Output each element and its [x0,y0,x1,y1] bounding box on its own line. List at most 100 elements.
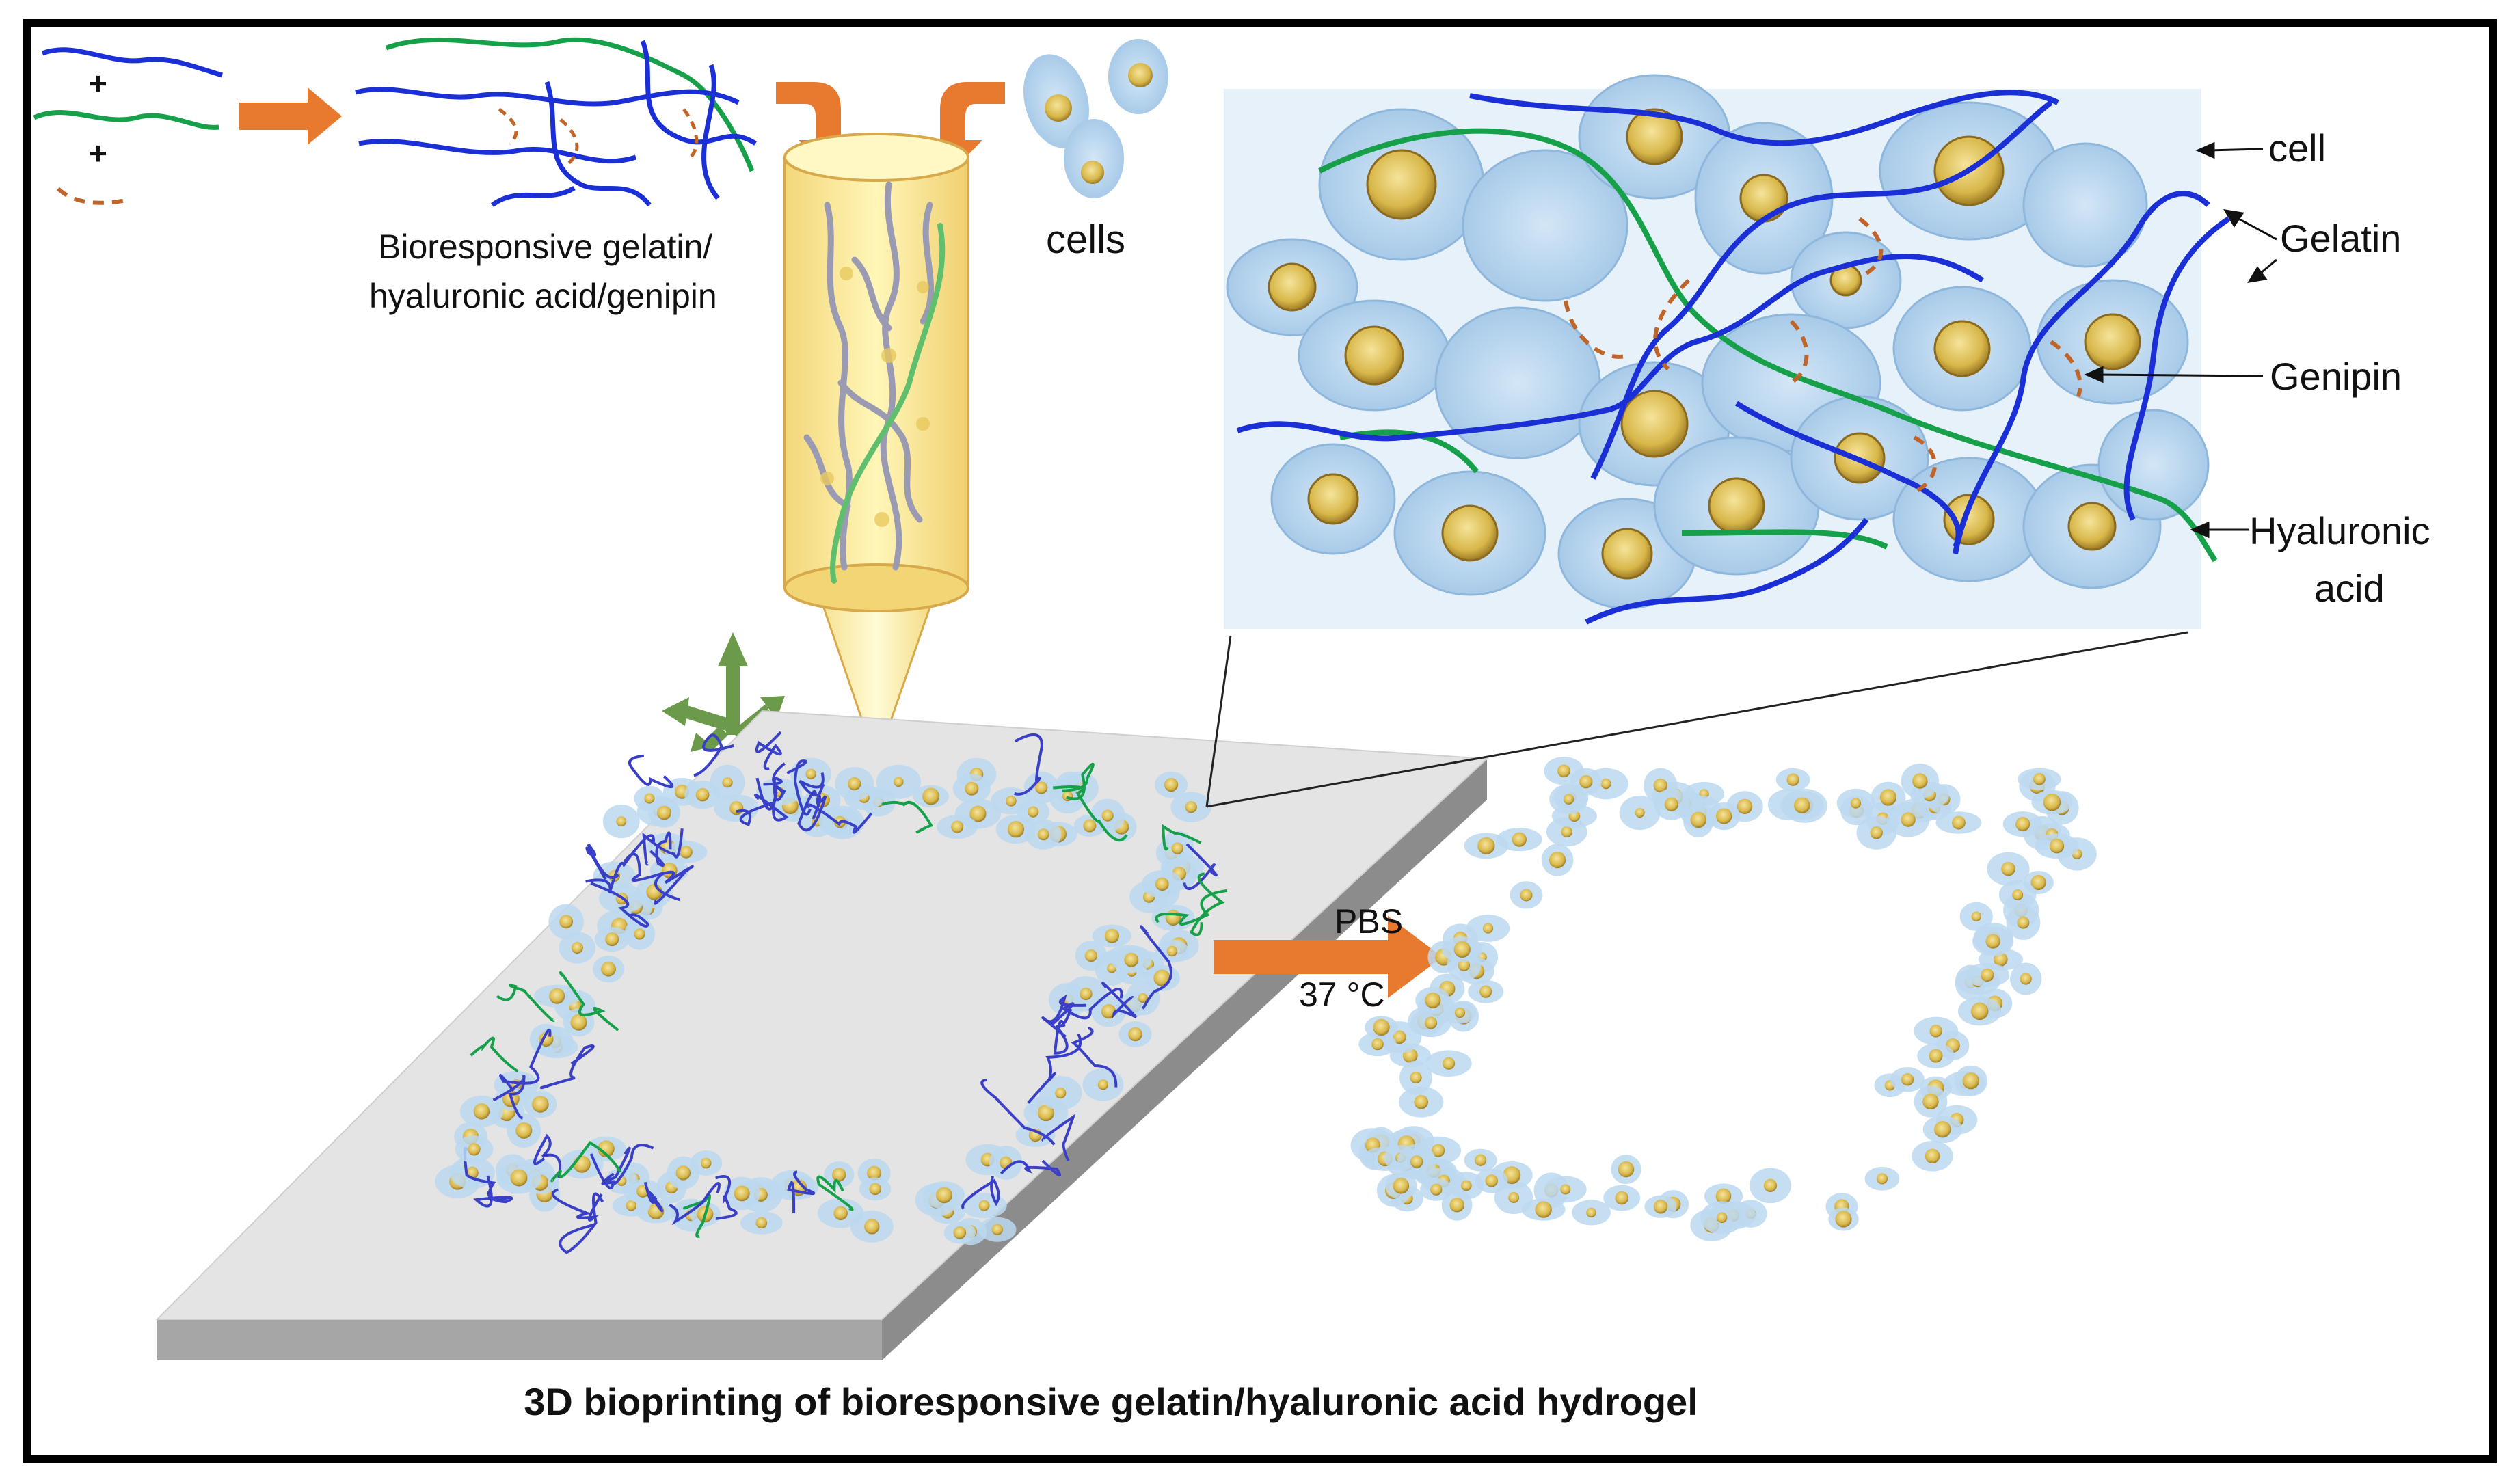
construct-nucleus [1520,889,1533,902]
construct-nucleus [1981,968,1994,982]
construct-nucleus [473,1103,490,1120]
construct-nucleus [1763,1178,1778,1192]
construct-nucleus [695,787,710,802]
construct-nucleus [867,1165,882,1181]
construct-strand [1183,843,1218,891]
construct-strand [1000,1159,1061,1177]
construct-strand [551,1188,603,1222]
construct-nucleus [532,1096,549,1113]
construct-nucleus [1925,1148,1940,1164]
zoom-label-gelatin: Gelatin [2280,217,2401,260]
construct-strand [643,1181,664,1213]
construct-nucleus [1794,797,1810,813]
construct-strand [797,783,827,832]
construct-nucleus [869,1183,881,1196]
construct-nucleus [1431,1144,1445,1157]
construct-nucleus [570,1014,587,1031]
construct-nucleus [510,1169,528,1187]
construct-nucleus [2020,973,2032,985]
construct-nucleus [1442,1057,1456,1070]
construct-strand [693,733,734,777]
components-legend: + + [33,47,223,205]
construct-strand [496,984,556,1022]
construct-nucleus [1006,795,1017,807]
construct-nucleus [2015,816,2030,832]
construct-nucleus [1929,1049,1943,1063]
construct-strand [654,865,694,905]
zoom-label-genipin: Genipin [2270,355,2402,398]
construct-nucleus [571,941,583,954]
construct-nucleus [1037,828,1049,841]
construct-strand [1140,925,1172,1010]
construct-nucleus [1737,798,1753,815]
construct-strand [590,882,649,928]
construct-strand [799,772,825,820]
construct-nucleus [1171,842,1183,854]
construct-nucleus [1563,794,1574,805]
released-cell-construct [1350,757,2097,1241]
construct-nucleus [1786,773,1799,786]
pbs-label: PBS [1335,902,1403,941]
zoom-cell-nucleus [1933,320,1991,377]
construct-nucleus [953,1226,967,1239]
construct-nucleus [1410,1071,1422,1084]
construct-nucleus [598,1140,615,1158]
construct-nucleus [2012,889,2024,900]
construct-nucleus [832,1168,846,1182]
construct-nucleus [1653,1199,1668,1214]
construct-nucleus [1635,807,1645,818]
construct-strand [1071,1026,1118,1088]
bioink-cartridge [783,133,969,766]
construct-strand [786,759,812,816]
hyaluronic-strand-icon [33,110,219,130]
construct-nucleus [1876,1173,1888,1185]
construct-nucleus [1454,1007,1466,1018]
construct-strand [736,777,777,826]
construct-nucleus [1101,809,1114,822]
construct-nucleus [1901,1073,1914,1086]
construct-strand [539,1044,595,1090]
construct-nucleus [1560,1184,1571,1195]
construct-nucleus [978,1200,990,1211]
construct-nucleus [2043,793,2061,811]
zoom-cell-nucleus [1620,390,1689,458]
construct-nucleus [991,1224,1003,1235]
construct-nucleus [1879,789,1897,806]
zoom-cell-nucleus [2067,502,2117,551]
zoom-cell-nucleus [1366,149,1437,220]
construct-nucleus [1586,1207,1596,1218]
construct-nucleus [1393,1030,1406,1044]
construct-nucleus [2017,916,2030,929]
construct-nucleus [1512,832,1527,847]
construct-strand [1014,733,1043,796]
construct-nucleus [1615,1191,1628,1205]
construct-strand [1190,872,1225,936]
construct-strand [881,800,934,834]
construct-nucleus [1934,1120,1951,1138]
construct-strand [499,1028,552,1092]
construct-nucleus [893,777,904,787]
construct-strand [550,1141,622,1183]
construct-strand [559,971,619,1031]
zoom-cell-nucleus [1739,174,1788,223]
zoom-genipin-links [1564,217,2082,494]
construct-nucleus [573,1155,591,1173]
construct-strand [1155,889,1227,926]
construct-nucleus [515,1122,533,1139]
construct-nucleus [1165,910,1181,926]
construct-nucleus [1425,992,1441,1008]
construct-nucleus [1101,1003,1116,1019]
cells-illustration [1023,39,1168,198]
construct-nucleus [805,768,816,779]
construct-strand [470,1036,519,1073]
construct-nucleus [1035,781,1048,794]
construct-nucleus [1097,1079,1109,1090]
construct-nucleus [1430,1183,1443,1196]
zoom-annotations [2084,141,2277,539]
construct-strand [533,1133,562,1178]
zoom-cell-nucleus [1307,473,1359,525]
construct-nucleus [2001,861,2015,876]
construct-nucleus [601,961,616,977]
construct-nucleus [1901,812,1916,827]
construct-nucleus [1128,1027,1142,1042]
